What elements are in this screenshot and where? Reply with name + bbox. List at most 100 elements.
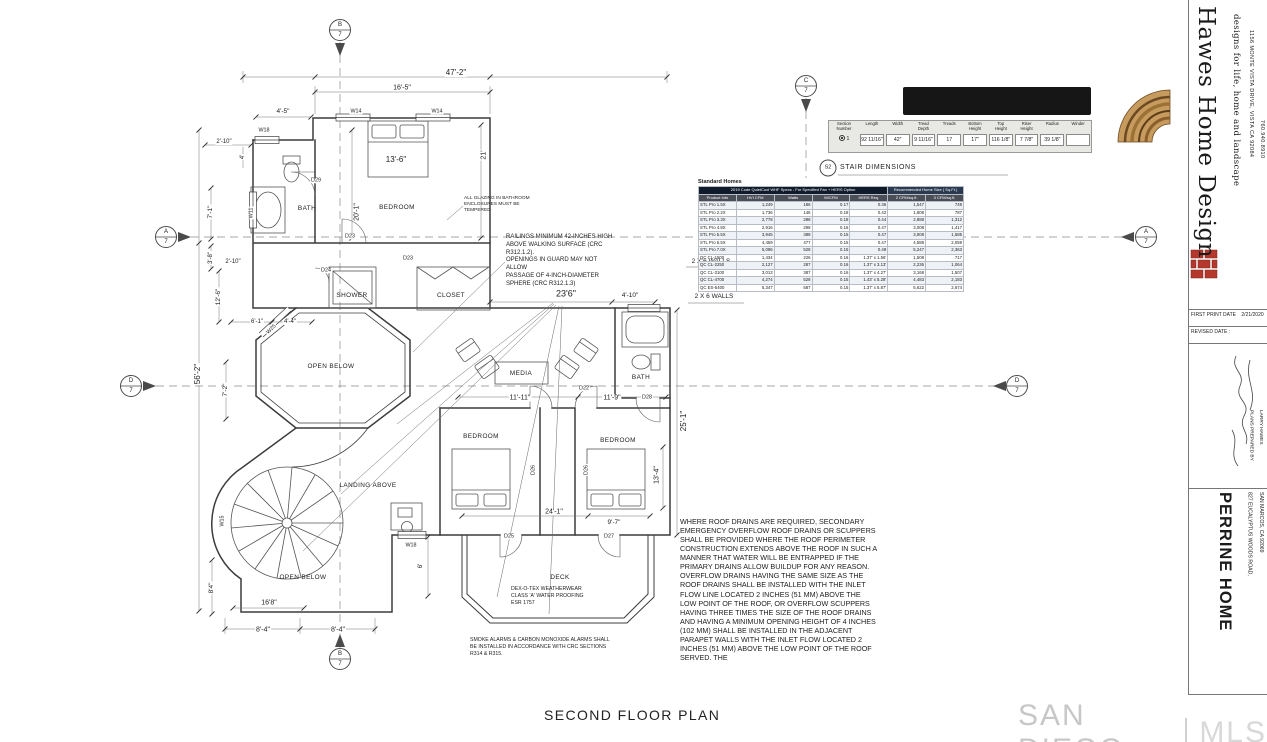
fan-table-cell: 1,585 xyxy=(925,231,964,240)
fan-table-cell: 1,736 xyxy=(735,208,775,217)
dim-label-23-6: 23'6" xyxy=(555,288,577,299)
armchair-icon xyxy=(554,355,580,379)
door-tag-d23-b: D23 xyxy=(402,255,414,262)
fan-table-cell: 0.47 xyxy=(849,231,889,240)
dim-label-56-2: 56'-2" xyxy=(193,362,202,386)
stair-form-header: Tread Depth xyxy=(917,121,930,131)
grid-bubble-number: 7 xyxy=(129,388,133,394)
stair-form-input[interactable]: 92 11/16" xyxy=(860,134,884,146)
stair-dimensions-title: STAIR DIMENSIONS xyxy=(840,164,916,171)
dim-label-16-5: 16'-5" xyxy=(392,84,412,92)
fan-table-cell: 3,008 xyxy=(887,223,927,232)
fan-table-cell: 0.16 xyxy=(811,261,851,270)
title-block-divider xyxy=(1188,343,1267,344)
stair-form-input[interactable] xyxy=(1066,134,1091,146)
fan-table-cell: 0.48 xyxy=(849,246,889,255)
wall-lines xyxy=(211,117,671,613)
fan-spec-table: Standard Homes 2019 Code QuietCool WHF S… xyxy=(697,179,964,292)
stair-form-header: Top Height xyxy=(994,121,1007,131)
note-roof-drains: WHERE ROOF DRAINS ARE REQUIRED, SECONDAR… xyxy=(680,517,877,662)
title-block-divider xyxy=(1188,326,1267,327)
fan-table-cell: 226 xyxy=(773,253,813,262)
shower-symbol xyxy=(328,266,377,309)
stair-form-input[interactable]: 9 11/16" xyxy=(911,134,936,146)
stair-form-input[interactable]: 17 xyxy=(937,134,962,146)
fan-table-cell: 0.16 xyxy=(811,268,851,277)
fan-table-cell: 5,622 xyxy=(887,283,927,292)
door-tag-d27: D27 xyxy=(603,533,615,540)
dim-label-11-11: 11'-11" xyxy=(508,394,532,402)
note-deck-waterproofing: DEX-O-TEX WEATHERWEAR CLASS 'A' WATER PR… xyxy=(511,586,584,606)
stair-form-column: Tread Depth 9 11/16" xyxy=(911,121,937,152)
fan-table-cell: 1.43' x 5.28' xyxy=(849,276,889,285)
dim-label-12-6: 12'-6" xyxy=(214,287,223,307)
fan-table-cell: 4,483 xyxy=(887,276,927,285)
fan-table-cell: 1.37' x 5.87' xyxy=(849,283,889,292)
dim-label-47-2: 47'-2" xyxy=(444,68,468,77)
fan-table-cell: 0.36 xyxy=(849,201,889,210)
fan-table-cell: 0.15 xyxy=(811,246,851,255)
fan-table-cell: 787 xyxy=(925,208,964,217)
inner-railing-lines xyxy=(260,312,406,468)
deck-outline xyxy=(461,535,655,624)
fan-table-cell: 2,888 xyxy=(887,216,927,225)
fan-table-cell: STL Pro 5.5X xyxy=(698,231,737,240)
stair-form-header: Width xyxy=(892,121,904,126)
dim-label-21: 21' xyxy=(480,149,488,161)
dim-label-8-4-b: 8'-4" xyxy=(330,626,346,634)
fan-table-cell: 1,249 xyxy=(735,201,775,210)
fan-table-cell: 146 xyxy=(773,208,813,217)
grid-centerlines xyxy=(143,42,1134,648)
fan-table-column-header: 3 CFM/sq.ft. xyxy=(925,193,964,202)
fan-table-cell: QC CL-4700 xyxy=(698,276,737,285)
mls-watermark: SAN DIEGO MLS xyxy=(1018,699,1267,742)
dim-label-4-4: 4'-4" xyxy=(283,319,297,325)
company-phone: 760.940.8910 xyxy=(1259,120,1265,159)
fan-table-cell: 0.16 xyxy=(811,223,851,232)
grid-bubble-letter: C xyxy=(803,78,809,84)
fan-table-cell: 2,127 xyxy=(735,261,775,270)
grid-bubble-letter: D xyxy=(128,378,134,384)
fan-table-cell: 0.15 xyxy=(811,276,851,285)
stair-form-input[interactable]: 39 1/8" xyxy=(1040,134,1065,146)
sheet-title: SECOND FLOOR PLAN xyxy=(544,707,721,723)
fan-table-cell: 5,247 xyxy=(887,246,927,255)
wood-grain-arc xyxy=(1117,89,1171,143)
fan-table-cell: 0.16 xyxy=(811,253,851,262)
note-glazing: ALL GLAZING IN BATHROOM ENCLOSURES MUST … xyxy=(464,196,530,214)
title-block-divider xyxy=(1188,488,1267,489)
stair-form-input[interactable]: 42" xyxy=(885,134,910,146)
fan-table-cell: 0.15 xyxy=(811,231,851,240)
fan-table-spec-header: 2019 Code QuietCool WHF Specs - For Spec… xyxy=(697,186,889,195)
watermark-divider xyxy=(1184,718,1188,742)
bathtub-icon xyxy=(621,311,669,348)
room-label-bath-2: BATH xyxy=(631,373,651,381)
stair-form-input[interactable]: 116 1/8" xyxy=(988,134,1013,146)
dim-label-9-7: 9'-7" xyxy=(606,518,622,527)
dim-label-24-1: 24'-1" xyxy=(544,508,564,516)
company-tagline: designs for life, home and landscape xyxy=(1231,14,1241,187)
fan-table-column-header: Product Info xyxy=(698,193,737,202)
fan-table-title: Standard Homes xyxy=(698,179,742,185)
fan-table-cell: 0.18 xyxy=(811,208,851,217)
dimension-lines xyxy=(198,71,678,634)
stair-form-input[interactable]: 17" xyxy=(963,134,987,146)
note-smoke-alarms: SMOKE ALARMS & CARBON MONOXIDE ALARMS SH… xyxy=(470,637,610,657)
stair-form-input[interactable]: 7 7/8" xyxy=(1014,134,1039,146)
grid-bubble-number: 7 xyxy=(804,88,808,94)
grid-bubble-number: 7 xyxy=(1144,239,1148,245)
media-cabinet xyxy=(494,361,549,385)
fan-table-cell: 4,459 xyxy=(735,238,775,247)
door-tag-d23-a: D23 xyxy=(344,233,356,240)
stair-form-input[interactable]: 1 xyxy=(830,134,858,144)
desk-symbol xyxy=(390,502,423,533)
fan-table-cell: 0.15 xyxy=(811,238,851,247)
fan-table-cell: QC CL-3100 xyxy=(698,268,737,277)
bed-symbol xyxy=(586,448,646,510)
title-block-divider xyxy=(1188,694,1267,695)
grid-bubble-letter: A xyxy=(1143,229,1149,235)
room-label-bath-1: BATH xyxy=(297,204,317,212)
